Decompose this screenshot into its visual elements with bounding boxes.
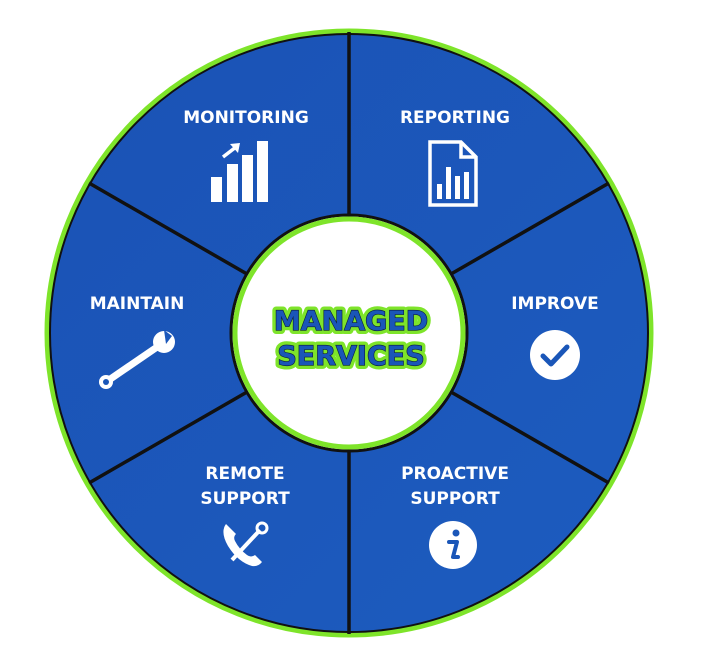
segment-maintain: MAINTAIN	[90, 294, 185, 389]
segment-dividers	[88, 32, 610, 634]
center-title-line2: SERVICES	[277, 341, 424, 372]
report-document-icon	[428, 140, 478, 207]
svg-text:SERVICES: SERVICES	[277, 341, 424, 372]
info-icon	[429, 521, 477, 569]
center-title-line1: MANAGED	[274, 306, 428, 337]
center-circle	[229, 213, 469, 453]
segment-label-line1: REMOTE	[205, 464, 284, 484]
segment-label-line2: SUPPORT	[200, 489, 290, 509]
segment-reporting: REPORTING	[400, 108, 510, 207]
segment-remote-support: REMOTE SUPPORT	[200, 464, 290, 567]
svg-text:MANAGED: MANAGED	[274, 306, 428, 337]
segment-label-line1: PROACTIVE	[401, 464, 509, 484]
segment-proactive-support: PROACTIVE SUPPORT	[401, 464, 509, 569]
bar-chart-growth-icon	[211, 141, 268, 202]
segment-improve: IMPROVE	[511, 294, 599, 380]
segment-label: MAINTAIN	[90, 294, 185, 314]
segment-label-line2: SUPPORT	[410, 489, 500, 509]
segment-label: MONITORING	[183, 108, 309, 128]
segment-label: IMPROVE	[511, 294, 599, 314]
segment-label: REPORTING	[400, 108, 510, 128]
check-circle-icon	[530, 330, 580, 380]
wrench-icon	[99, 330, 175, 389]
phone-wrench-icon	[223, 521, 269, 567]
segment-monitoring: MONITORING	[183, 108, 309, 202]
